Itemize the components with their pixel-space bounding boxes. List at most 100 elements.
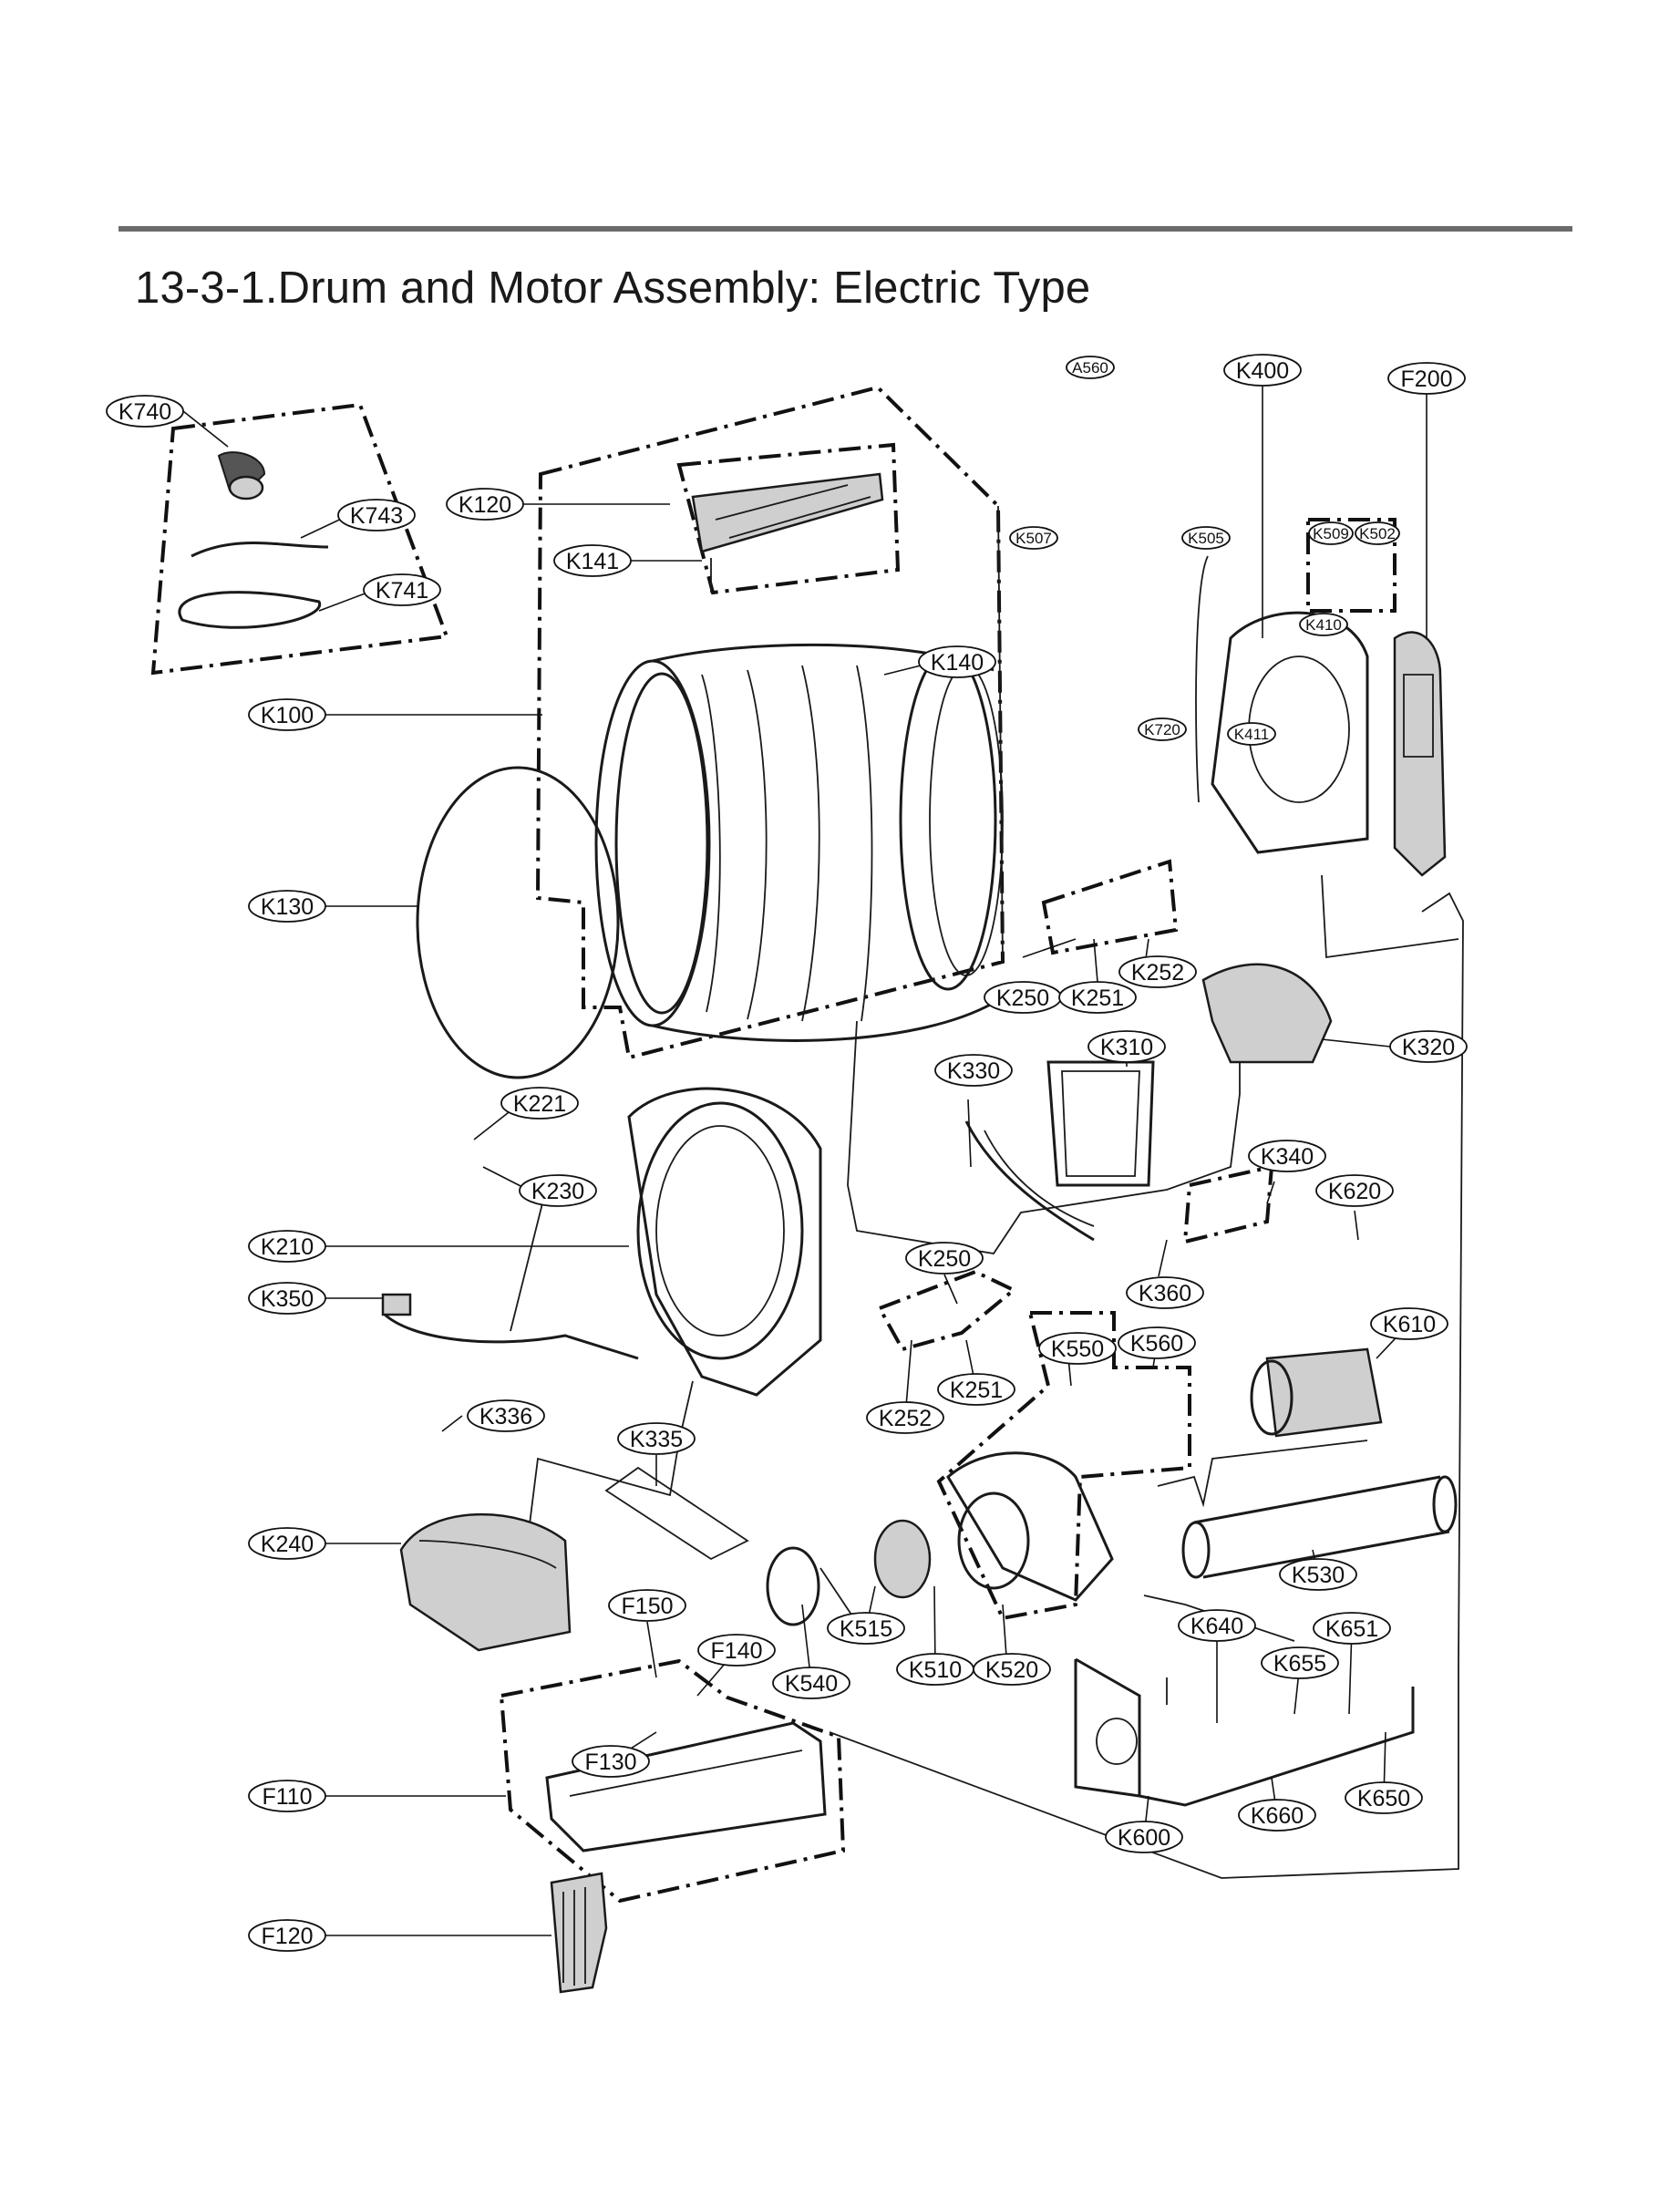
- callout-K510[interactable]: K510: [896, 1653, 974, 1686]
- callout-K130[interactable]: K130: [248, 890, 326, 923]
- callout-K502[interactable]: K502: [1355, 521, 1400, 545]
- svg-text:K520: K520: [985, 1657, 1038, 1683]
- callout-K250-lower[interactable]: K250: [905, 1242, 984, 1275]
- callout-K411[interactable]: K411: [1227, 722, 1276, 746]
- callout-K720[interactable]: K720: [1138, 717, 1187, 741]
- svg-text:K660: K660: [1251, 1803, 1304, 1829]
- roller-upper-outline: [1041, 859, 1179, 955]
- callout-K651[interactable]: K651: [1313, 1612, 1391, 1645]
- svg-text:K515: K515: [840, 1616, 892, 1642]
- blower-and-motor-artwork: [766, 1347, 1458, 1807]
- callout-F110[interactable]: F110: [248, 1780, 326, 1812]
- svg-text:K340: K340: [1261, 1144, 1314, 1170]
- callout-K250-upper[interactable]: K250: [984, 981, 1062, 1014]
- svg-text:K505: K505: [1188, 530, 1224, 547]
- callout-K530[interactable]: K530: [1279, 1558, 1357, 1591]
- svg-text:F140: F140: [711, 1638, 763, 1664]
- callout-K515[interactable]: K515: [827, 1612, 905, 1645]
- callout-K505[interactable]: K505: [1181, 526, 1231, 550]
- callout-K221[interactable]: K221: [500, 1087, 579, 1120]
- callout-K660[interactable]: K660: [1238, 1799, 1316, 1832]
- svg-text:K250: K250: [996, 986, 1049, 1011]
- callout-K120[interactable]: K120: [446, 488, 524, 521]
- hose-kit-outline: [150, 402, 449, 676]
- svg-text:K320: K320: [1402, 1035, 1455, 1060]
- rear-bulkhead-artwork: [1195, 555, 1447, 877]
- svg-text:K251: K251: [1071, 986, 1124, 1011]
- callout-K650[interactable]: K650: [1345, 1781, 1423, 1814]
- callout-K741[interactable]: K741: [363, 573, 441, 606]
- callout-K560[interactable]: K560: [1118, 1326, 1196, 1359]
- callout-K520[interactable]: K520: [973, 1653, 1051, 1686]
- svg-text:K540: K540: [785, 1671, 838, 1697]
- front-bulkhead-artwork: [627, 1087, 822, 1397]
- callout-K320[interactable]: K320: [1389, 1030, 1468, 1063]
- svg-text:K650: K650: [1357, 1786, 1410, 1811]
- svg-text:K210: K210: [261, 1234, 314, 1260]
- svg-text:K740: K740: [119, 399, 171, 425]
- callout-K640[interactable]: K640: [1178, 1609, 1256, 1642]
- svg-text:K221: K221: [513, 1091, 566, 1117]
- svg-text:K310: K310: [1100, 1035, 1153, 1060]
- callout-K252-lower[interactable]: K252: [866, 1401, 944, 1434]
- svg-text:K550: K550: [1051, 1337, 1104, 1362]
- callout-K335[interactable]: K335: [617, 1422, 696, 1455]
- callout-K310[interactable]: K310: [1087, 1030, 1166, 1063]
- callout-A560[interactable]: A560: [1066, 356, 1115, 379]
- svg-text:K252: K252: [879, 1406, 932, 1431]
- callout-F120[interactable]: F120: [248, 1919, 326, 1952]
- callout-K350[interactable]: K350: [248, 1282, 326, 1315]
- callout-K540[interactable]: K540: [772, 1667, 850, 1699]
- callout-K251-upper[interactable]: K251: [1058, 981, 1137, 1014]
- callout-F150[interactable]: F150: [608, 1589, 686, 1622]
- callout-K550[interactable]: K550: [1038, 1332, 1117, 1365]
- svg-text:K100: K100: [261, 703, 314, 728]
- svg-text:K610: K610: [1383, 1312, 1436, 1337]
- svg-text:K502: K502: [1359, 525, 1396, 542]
- callout-K336[interactable]: K336: [467, 1399, 545, 1432]
- svg-text:K620: K620: [1328, 1179, 1381, 1204]
- svg-text:K250: K250: [918, 1246, 971, 1272]
- callout-K507[interactable]: K507: [1009, 526, 1058, 550]
- callout-K400[interactable]: K400: [1223, 354, 1302, 387]
- svg-text:F150: F150: [622, 1594, 674, 1619]
- svg-text:K720: K720: [1144, 721, 1180, 738]
- header-rule: [119, 226, 1572, 232]
- svg-text:K640: K640: [1190, 1614, 1243, 1639]
- roller-lower-outline: [877, 1269, 1017, 1352]
- svg-text:K411: K411: [1234, 726, 1269, 743]
- svg-text:K360: K360: [1139, 1281, 1191, 1306]
- svg-text:K600: K600: [1118, 1825, 1170, 1851]
- callout-K340[interactable]: K340: [1248, 1140, 1326, 1172]
- drum-assembly-outline: [535, 385, 1005, 1060]
- callout-K620[interactable]: K620: [1315, 1174, 1394, 1207]
- svg-text:F120: F120: [262, 1924, 314, 1949]
- callout-K240[interactable]: K240: [248, 1527, 326, 1560]
- svg-text:K252: K252: [1131, 960, 1184, 986]
- drum-artwork: [416, 472, 1004, 1079]
- callout-K743[interactable]: K743: [337, 499, 416, 532]
- callout-K100[interactable]: K100: [248, 698, 326, 731]
- callout-F130[interactable]: F130: [572, 1745, 650, 1778]
- callout-K230[interactable]: K230: [519, 1174, 597, 1207]
- callout-K600[interactable]: K600: [1105, 1821, 1183, 1853]
- callout-K210[interactable]: K210: [248, 1230, 326, 1263]
- callout-K360[interactable]: K360: [1126, 1276, 1204, 1309]
- callout-K410[interactable]: K410: [1299, 613, 1348, 636]
- callout-K330[interactable]: K330: [934, 1054, 1013, 1087]
- callout-K610[interactable]: K610: [1370, 1307, 1448, 1340]
- svg-text:K651: K651: [1325, 1616, 1378, 1642]
- callout-K740[interactable]: K740: [106, 395, 184, 428]
- callout-K141[interactable]: K141: [553, 544, 632, 577]
- callout-K251-lower[interactable]: K251: [937, 1373, 1015, 1406]
- callout-K655[interactable]: K655: [1261, 1646, 1339, 1679]
- svg-text:K560: K560: [1130, 1331, 1183, 1357]
- svg-text:K410: K410: [1305, 616, 1342, 634]
- svg-text:K350: K350: [261, 1286, 314, 1312]
- callout-K509[interactable]: K509: [1308, 521, 1354, 545]
- callout-F200[interactable]: F200: [1387, 362, 1466, 395]
- leader-lines: [182, 386, 1427, 1936]
- callout-F140[interactable]: F140: [697, 1634, 776, 1667]
- callout-K252-upper[interactable]: K252: [1118, 955, 1197, 988]
- callout-K140[interactable]: K140: [918, 645, 996, 678]
